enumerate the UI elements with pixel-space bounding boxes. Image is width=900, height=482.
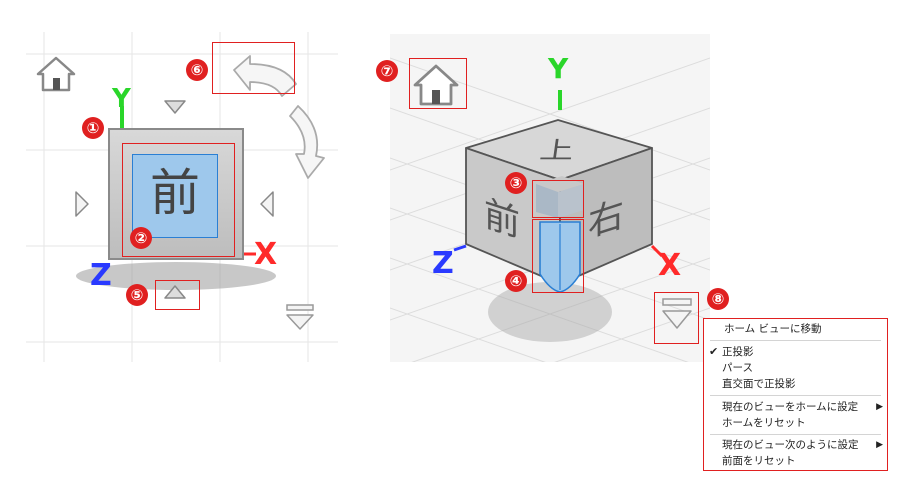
view-bottom-arrow[interactable] [163, 284, 187, 300]
callout-box-3 [532, 180, 584, 218]
submenu-arrow-icon: ▶ [876, 402, 883, 412]
x-axis-label: X [658, 248, 682, 283]
callout-number-2: ② [130, 227, 152, 249]
callout-number-4: ④ [505, 270, 527, 292]
rotate-arrow-icon[interactable] [216, 50, 331, 185]
home-icon[interactable] [410, 62, 462, 108]
z-axis-label: Z [90, 258, 112, 293]
front-face-label: 前 [150, 164, 200, 222]
viewcube-context-menu: ホーム ビューに移動 ✔ 正投影 パース 直交面で正投影 現在のビューをホームに… [703, 318, 888, 471]
menu-separator [710, 434, 881, 435]
menu-item-reset-front[interactable]: 前面をリセット [722, 455, 796, 467]
callout-box-8 [654, 292, 699, 344]
check-icon: ✔ [709, 345, 719, 358]
top-face-label: 上 [537, 136, 576, 165]
y-axis-label: Y [548, 52, 569, 85]
front-face-highlight[interactable]: 前 [132, 154, 218, 238]
callout-box-4 [532, 219, 584, 293]
view-right-arrow[interactable] [258, 190, 276, 218]
viewcube-iso-view-panel: 上 前 右 Y Z X [390, 34, 710, 362]
callout-number-1: ① [82, 117, 104, 139]
menu-separator [710, 340, 881, 341]
callout-box-1 [122, 143, 235, 257]
menu-item-orthographic[interactable]: 正投影 [722, 346, 754, 358]
callout-number-8: ⑧ [707, 288, 729, 310]
submenu-arrow-icon: ▶ [876, 440, 883, 450]
view-top-arrow[interactable] [163, 99, 187, 115]
view-left-arrow[interactable] [73, 190, 91, 218]
menu-item-reset-home[interactable]: ホームをリセット [722, 417, 806, 429]
menu-item-go-home[interactable]: ホーム ビューに移動 [724, 323, 822, 335]
menu-separator [710, 395, 881, 396]
callout-box-5 [155, 280, 200, 310]
y-axis-label: Y [112, 84, 131, 114]
menu-item-set-current-as-home[interactable]: 現在のビューをホームに設定 [722, 401, 859, 413]
right-viewport-grid [390, 57, 710, 362]
menu-item-perspective[interactable]: パース [722, 362, 753, 374]
callout-number-3: ③ [505, 172, 527, 194]
callout-box-7 [409, 58, 467, 109]
dropdown-menu-icon[interactable] [284, 302, 316, 332]
z-axis-label: Z [432, 246, 454, 281]
callout-number-5: ⑤ [126, 284, 148, 306]
menu-item-ortho-orthogonal-faces[interactable]: 直交面で正投影 [722, 378, 796, 390]
menu-item-set-current-view-as[interactable]: 現在のビュー次のように設定 [722, 439, 859, 451]
x-axis-label: X [254, 237, 278, 272]
callout-box-6 [212, 42, 295, 94]
dropdown-menu-icon[interactable] [660, 296, 694, 332]
callout-number-6: ⑥ [186, 59, 208, 81]
callout-number-7: ⑦ [376, 60, 398, 82]
home-icon[interactable] [34, 54, 78, 94]
